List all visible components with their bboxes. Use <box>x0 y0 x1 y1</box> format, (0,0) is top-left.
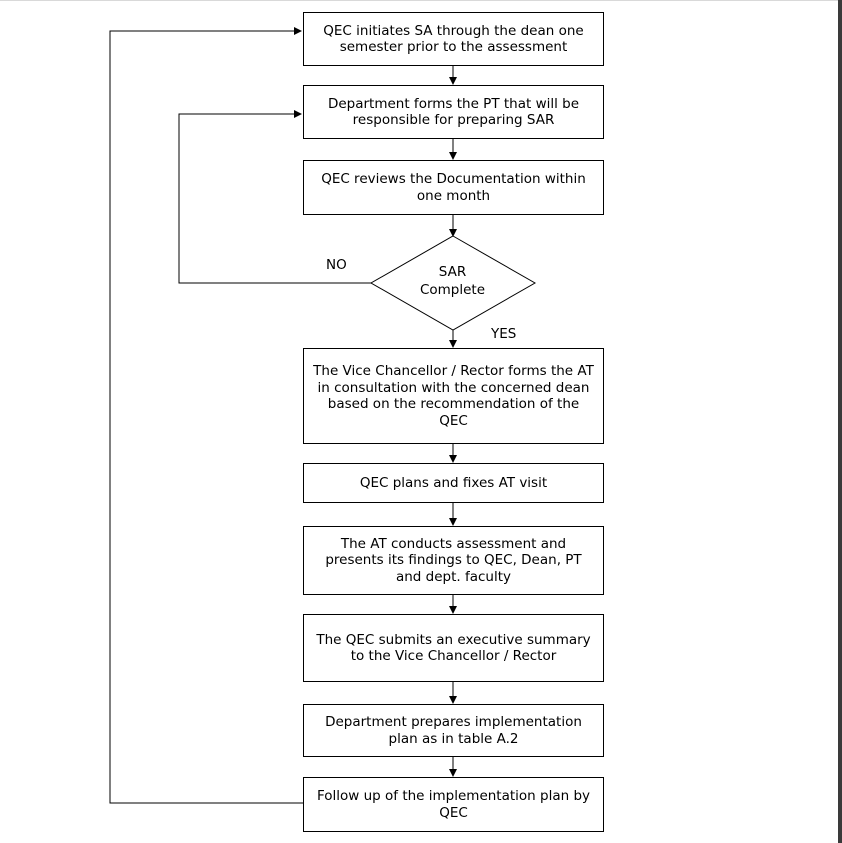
step-box-implementation-plan: Department prepares implementation plan … <box>303 704 604 757</box>
decision-label: SAR Complete <box>405 263 500 299</box>
decision-line2: Complete <box>419 282 486 298</box>
step-box-review-documentation: QEC reviews the Documentation within one… <box>303 160 604 215</box>
step-text-executive-summary: The QEC submits an executive summary to … <box>316 631 591 665</box>
yes-label: YES <box>491 326 517 342</box>
step-box-executive-summary: The QEC submits an executive summary to … <box>303 614 604 682</box>
step-text-review-documentation: QEC reviews the Documentation within one… <box>321 171 586 204</box>
step-box-follow-up: Follow up of the implementation plan by … <box>303 777 604 832</box>
arrow-feedback-loop <box>109 27 303 804</box>
step-box-form-at: The Vice Chancellor / Rector forms the A… <box>303 348 604 444</box>
step-text-form-pt: Department forms the PT that will be res… <box>327 95 580 129</box>
step-text-implementation-plan: Department prepares implementation plan … <box>325 714 582 747</box>
no-label: NO <box>326 257 347 273</box>
page-right-edge <box>838 0 842 843</box>
step-text-initiate-sa: QEC initiates SA through the dean one se… <box>323 22 584 56</box>
step-text-follow-up: Follow up of the implementation plan by … <box>316 788 591 821</box>
step-text-conduct-assessment: The AT conducts assessment and presents … <box>325 535 582 585</box>
decision-line1: SAR <box>438 264 467 280</box>
arrow-no-loop <box>178 110 371 284</box>
decision-diamond <box>369 235 537 331</box>
step-text-plan-visit: QEC plans and fixes AT visit <box>359 474 548 491</box>
step-box-plan-visit: QEC plans and fixes AT visit <box>303 463 604 503</box>
step-text-form-at: The Vice Chancellor / Rector forms the A… <box>313 363 594 429</box>
page-top-border <box>0 0 842 1</box>
step-box-form-pt: Department forms the PT that will be res… <box>303 85 604 139</box>
step-box-conduct-assessment: The AT conducts assessment and presents … <box>303 526 604 595</box>
step-box-initiate-sa: QEC initiates SA through the dean one se… <box>303 12 604 66</box>
